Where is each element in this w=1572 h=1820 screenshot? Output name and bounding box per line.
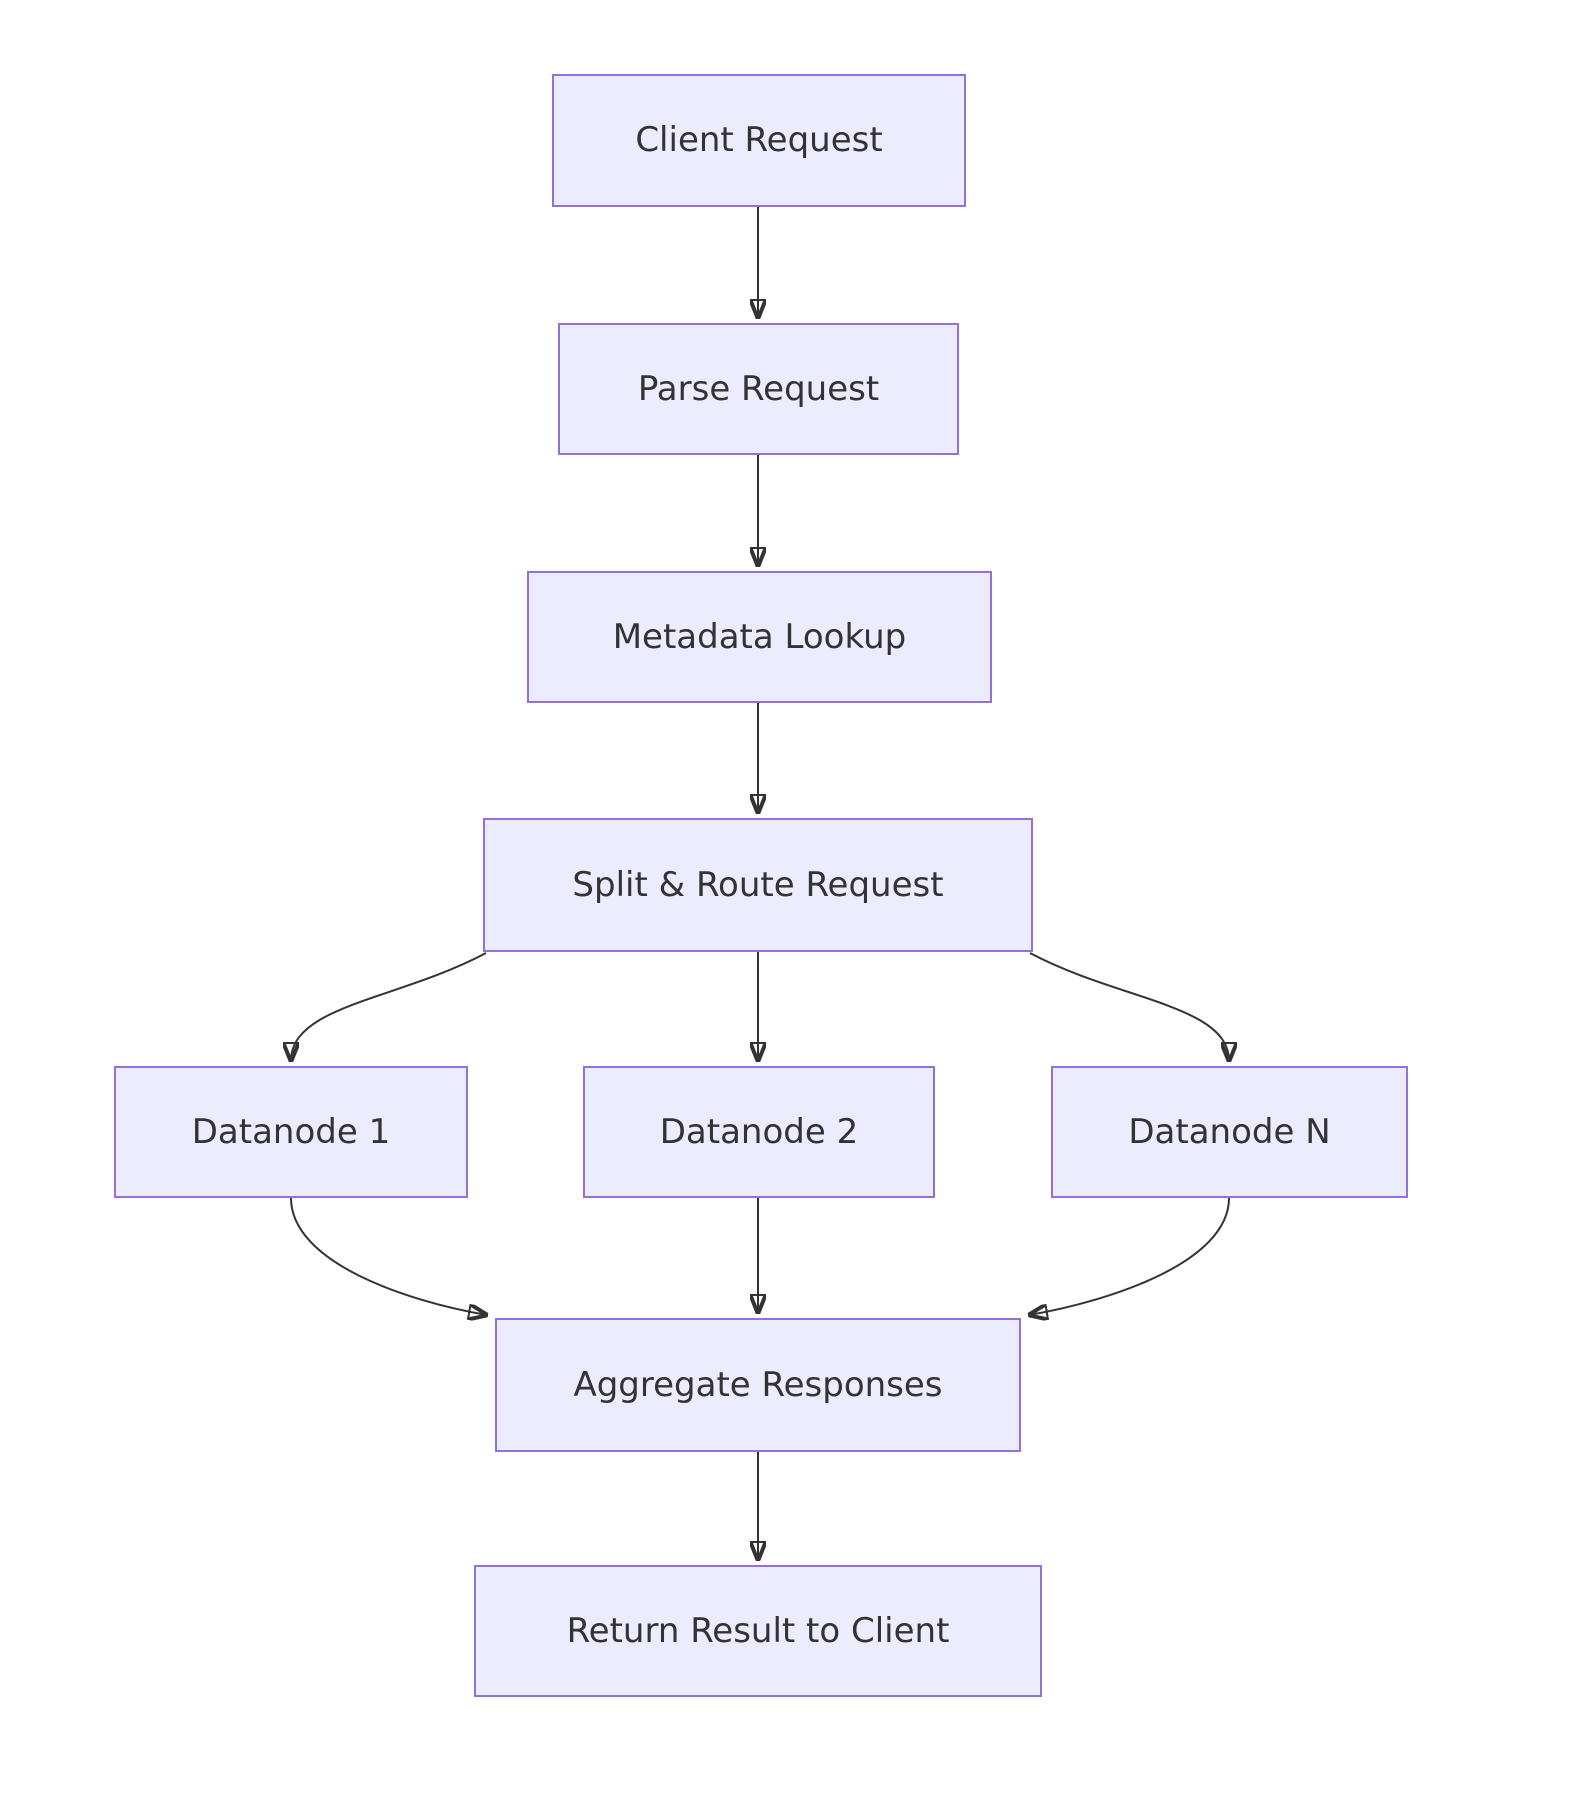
edge-split-to-datanode1 [291, 952, 487, 1061]
node-split-route-request: Split & Route Request [483, 818, 1033, 952]
node-label: Return Result to Client [566, 1610, 950, 1651]
node-datanode-1: Datanode 1 [114, 1066, 468, 1198]
node-label: Datanode N [1128, 1111, 1331, 1152]
node-label: Metadata Lookup [612, 616, 907, 657]
edge-datanode1-to-aggregate [290, 1197, 487, 1315]
node-metadata-lookup: Metadata Lookup [527, 571, 992, 703]
node-datanode-2: Datanode 2 [583, 1066, 935, 1198]
edge-split-to-datanodeN [1029, 952, 1229, 1061]
node-label: Parse Request [637, 368, 880, 409]
node-label: Client Request [635, 120, 883, 161]
node-client-request: Client Request [552, 74, 966, 207]
edge-datanodeN-to-aggregate [1029, 1197, 1230, 1315]
node-label: Aggregate Responses [573, 1364, 943, 1405]
node-parse-request: Parse Request [558, 323, 959, 455]
node-label: Datanode 2 [659, 1111, 859, 1152]
node-label: Split & Route Request [572, 864, 944, 905]
node-label: Datanode 1 [191, 1111, 391, 1152]
node-return-result-to-client: Return Result to Client [474, 1565, 1042, 1697]
node-datanode-n: Datanode N [1051, 1066, 1408, 1198]
node-aggregate-responses: Aggregate Responses [495, 1318, 1021, 1452]
